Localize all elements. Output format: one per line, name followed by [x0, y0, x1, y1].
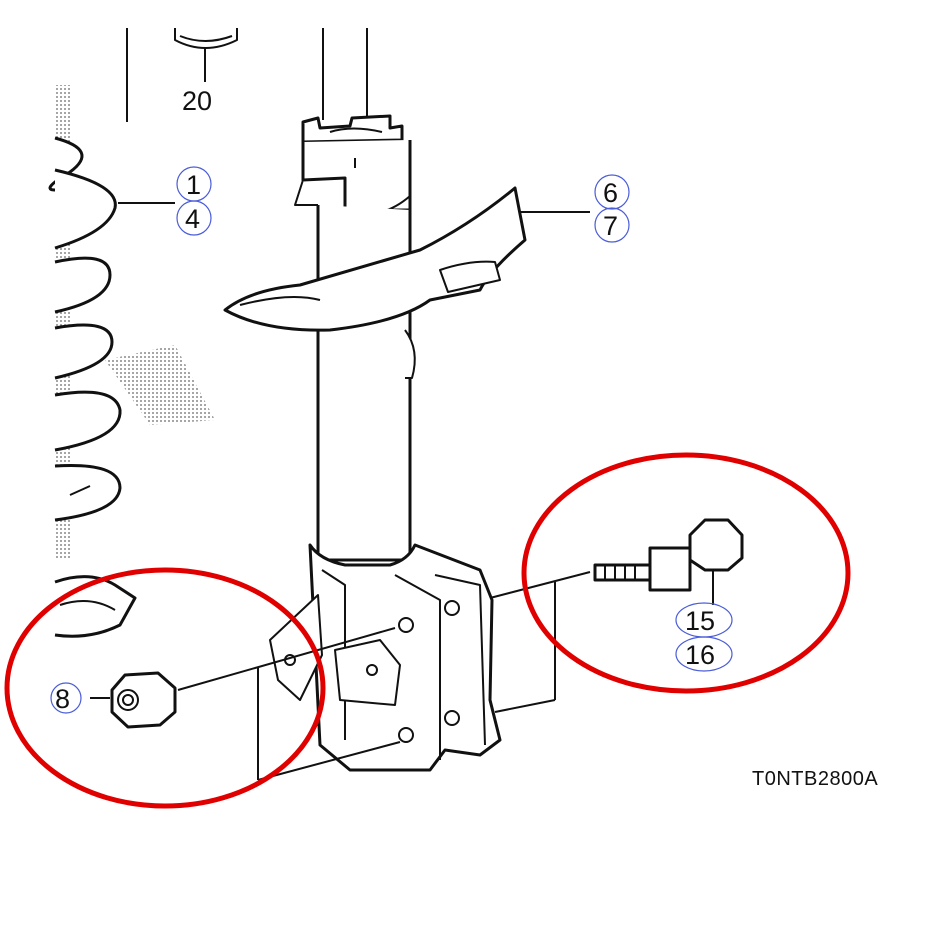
part-label-20: 20: [182, 86, 212, 116]
shading-middle: [105, 345, 215, 425]
ring-16: [675, 636, 733, 672]
drawing-code: T0NTB2800A: [752, 768, 878, 790]
part-label-15: 15: [685, 606, 715, 636]
ring-6: [594, 174, 630, 210]
part-label-7: 7: [603, 211, 618, 241]
ring-7: [594, 207, 630, 243]
part-label-1: 1: [186, 170, 201, 200]
part-label-4: 4: [185, 204, 200, 234]
flange-bolt-part: [489, 518, 744, 713]
strut-body: [223, 28, 590, 772]
part-label-16: 16: [685, 640, 715, 670]
callout-rings: [50, 166, 733, 714]
spring-seat-lower: [54, 575, 137, 638]
ring-4: [176, 200, 212, 236]
coil-spring-part: [48, 136, 175, 522]
part-label-8: 8: [55, 684, 70, 714]
bump-stop-part: [126, 28, 238, 122]
part-label-6: 6: [603, 178, 618, 208]
ring-8: [50, 682, 82, 714]
highlight-circle-bolt: [521, 452, 851, 694]
highlight-circle-nut: [4, 567, 326, 809]
flange-nut-part: [90, 627, 401, 781]
